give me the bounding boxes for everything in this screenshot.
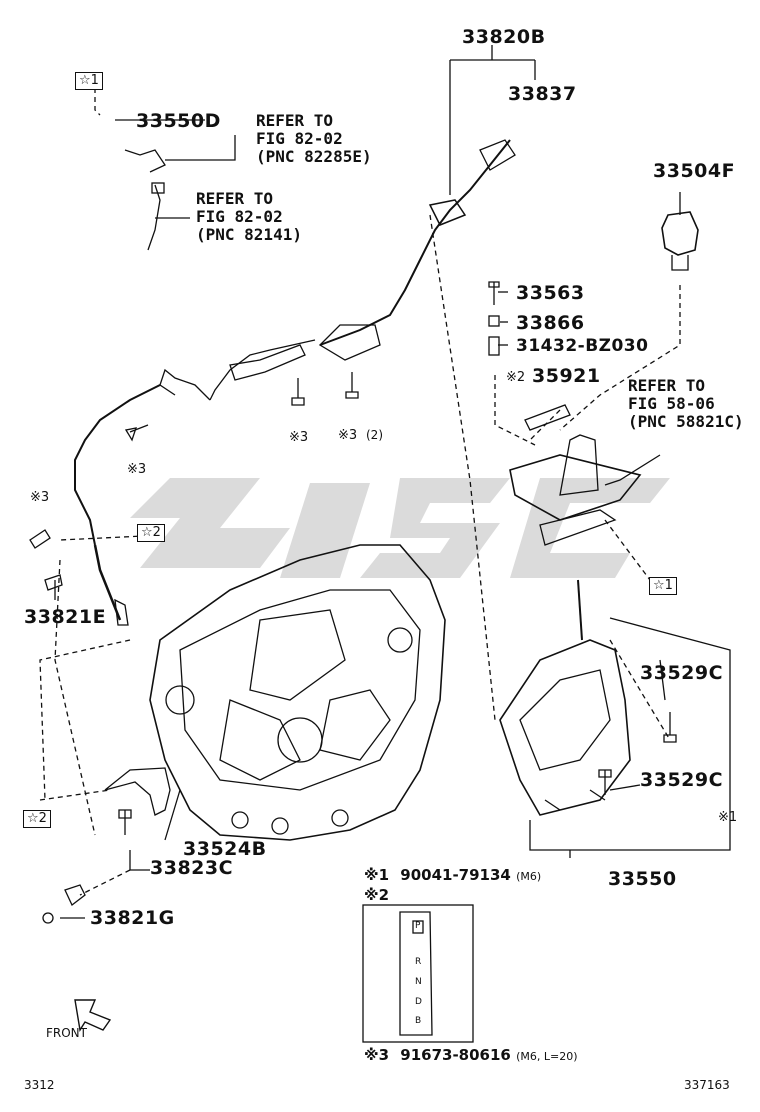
- note-3-code: 91673-80616: [400, 1046, 511, 1064]
- star-mark-2-lower: ☆2: [23, 810, 51, 828]
- note-3: ※3 91673-80616 (M6, L=20): [364, 1046, 578, 1064]
- kome3-mark-mid1: ※3: [289, 430, 309, 445]
- kome1-mark-right: ※1: [718, 810, 738, 825]
- shift-plate-b: B: [415, 1016, 422, 1026]
- part-number-33529C-lower: 33529C: [640, 769, 724, 791]
- footer-left-code: 3312: [24, 1078, 55, 1092]
- note-1: ※1 90041-79134 (M6): [364, 866, 541, 884]
- kome3-mid2-quantity: (2): [366, 428, 383, 442]
- part-number-33821E: 33821E: [24, 606, 107, 628]
- part-number-33820B: 33820B: [462, 26, 546, 48]
- note-1-code: 90041-79134: [400, 866, 511, 884]
- note-3-size: (M6, L=20): [516, 1050, 578, 1063]
- part-number-33529C-upper: 33529C: [640, 662, 724, 684]
- part-number-33821G: 33821G: [90, 907, 175, 929]
- shift-plate-d: D: [415, 997, 422, 1007]
- note-1-size: (M6): [516, 870, 542, 883]
- part-number-33550D: 33550D: [136, 110, 221, 132]
- kome3-mark-mid2: ※3: [338, 428, 358, 443]
- part-number-35921: 35921: [532, 365, 601, 387]
- footer-right-code: 337163: [684, 1078, 730, 1092]
- kome3-mark-low: ※3: [127, 462, 147, 477]
- shift-plate-p: P: [415, 921, 421, 931]
- shift-plate-r: R: [415, 957, 422, 967]
- refer-note-58821C: REFER TO FIG 58-06 (PNC 58821C): [628, 376, 744, 431]
- part-number-33550: 33550: [608, 868, 677, 890]
- part-number-33524B: 33524B: [183, 838, 267, 860]
- star-mark-1-right: ☆1: [649, 577, 677, 595]
- star-mark-2-upper: ☆2: [137, 524, 165, 542]
- kome2-mark-35921: ※2: [506, 370, 526, 385]
- part-number-33504F: 33504F: [653, 160, 736, 182]
- kome3-mark-left: ※3: [30, 490, 50, 505]
- part-number-33866: 33866: [516, 312, 585, 334]
- note-1-mark: ※1: [364, 866, 390, 884]
- note-2-mark: ※2: [364, 886, 390, 904]
- star-mark-1-top: ☆1: [75, 72, 103, 90]
- part-number-33823C: 33823C: [150, 857, 234, 879]
- shift-plate-n: N: [415, 977, 422, 987]
- refer-note-82141: REFER TO FIG 82-02 (PNC 82141): [196, 189, 302, 244]
- part-number-33563: 33563: [516, 282, 585, 304]
- refer-note-82285E: REFER TO FIG 82-02 (PNC 82285E): [256, 111, 372, 166]
- front-label: FRONT: [46, 1026, 87, 1040]
- part-number-31432-BZ030: 31432-BZ030: [516, 336, 649, 356]
- note-3-mark: ※3: [364, 1046, 390, 1064]
- part-number-33837: 33837: [508, 83, 577, 105]
